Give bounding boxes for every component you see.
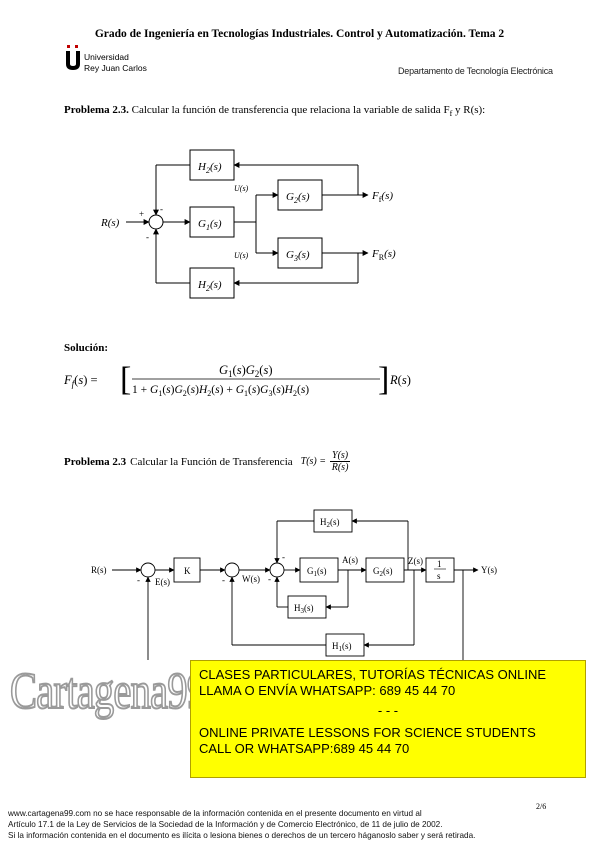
svg-text:H2(s): H2(s) <box>197 161 222 175</box>
svg-text:G1(s): G1(s) <box>198 218 222 232</box>
svg-text:U(s): U(s) <box>234 251 249 260</box>
svg-text:A(s): A(s) <box>342 555 358 565</box>
footer-line-1: www.cartagena99.com no se hace responsab… <box>8 809 422 818</box>
svg-text:H2(s): H2(s) <box>197 279 222 293</box>
svg-text:R(s): R(s) <box>389 373 411 387</box>
svg-text:E(s): E(s) <box>155 577 170 587</box>
svg-text:H3(s): H3(s) <box>294 603 314 615</box>
svg-text:1: 1 <box>437 559 442 569</box>
tf-fraction: Y(s) R(s) <box>330 450 351 473</box>
svg-text:G1(s): G1(s) <box>307 566 327 578</box>
tf-lhs: T(s) = <box>300 456 327 467</box>
university-line-1: Universidad <box>84 52 129 62</box>
svg-text:H2(s): H2(s) <box>320 517 340 529</box>
svg-text:Y(s): Y(s) <box>481 565 497 575</box>
svg-text:K: K <box>184 566 191 576</box>
tf-numerator: Y(s) <box>330 450 351 462</box>
problem2-label: Problema 2.3 <box>64 455 127 468</box>
svg-text:G3(s): G3(s) <box>286 249 310 263</box>
problem2-text: Calcular la Función de Transferencia <box>130 455 293 468</box>
department-name: Departamento de Tecnología Electrónica <box>398 66 553 76</box>
legal-footer: www.cartagena99.com no se hace responsab… <box>8 808 593 841</box>
ad-line-2: LLAMA O ENVÍA WHATSAPP: 689 45 44 70 <box>199 683 456 698</box>
ad-line-3: ONLINE PRIVATE LESSONS FOR SCIENCE STUDE… <box>199 725 536 740</box>
tf-denominator: R(s) <box>331 462 349 473</box>
problem1-text: Calcular la función de transferencia que… <box>128 104 450 116</box>
svg-text:1 + G1(s)G2(s)H2(s) + G1(s)G3(: 1 + G1(s)G2(s)H2(s) + G1(s)G3(s)H2(s) <box>132 384 309 398</box>
svg-text:]: ] <box>378 361 389 398</box>
svg-text:Ff(s) =: Ff(s) = <box>64 373 98 389</box>
svg-text:-: - <box>137 575 140 585</box>
problem2-statement: Problema 2.3 Calcular la Función de Tran… <box>64 450 351 473</box>
solution-label: Solución: <box>64 342 109 354</box>
cartagena99-brand-logo: Cartagena99 <box>9 662 208 721</box>
problem1-statement: Problema 2.3. Calcular la función de tra… <box>64 104 485 118</box>
svg-text:H1(s): H1(s) <box>332 641 352 653</box>
svg-text:s: s <box>437 571 441 581</box>
svg-text:G2(s): G2(s) <box>286 191 310 205</box>
svg-text:-: - <box>282 552 285 562</box>
university-name: Universidad Rey Juan Carlos <box>84 52 147 74</box>
footer-line-3: Si la información contenida en el docume… <box>8 831 476 840</box>
svg-text:-: - <box>160 204 163 214</box>
svg-text:[: [ <box>120 361 131 398</box>
svg-text:-: - <box>222 575 225 585</box>
svg-text:Ff(s): Ff(s) <box>371 190 393 204</box>
svg-text:FR(s): FR(s) <box>371 248 396 262</box>
university-line-2: Rey Juan Carlos <box>84 63 147 73</box>
problem1-text-tail: y R(s): <box>452 104 486 116</box>
problem1-label: Problema 2.3. <box>64 104 129 116</box>
page-number: 2/6 <box>536 802 547 811</box>
problem1-subscript: f <box>449 109 453 119</box>
svg-text:U(s): U(s) <box>234 184 249 193</box>
svg-text:-: - <box>268 574 271 584</box>
ad-separator: - - - <box>377 703 399 718</box>
svg-text:+: + <box>139 209 144 219</box>
advertisement-box[interactable]: CLASES PARTICULARES, TUTORÍAS TÉCNICAS O… <box>190 660 586 778</box>
svg-text:W(s): W(s) <box>242 574 260 584</box>
document-header-title: Grado de Ingeniería en Tecnologías Indus… <box>94 28 505 40</box>
svg-text:G1(s)G2(s): G1(s)G2(s) <box>219 363 273 379</box>
footer-line-2: Artículo 17.1 de la Ley de Servicios de … <box>8 820 443 829</box>
svg-text:-: - <box>146 232 149 242</box>
ad-line-1: CLASES PARTICULARES, TUTORÍAS TÉCNICAS O… <box>199 667 547 682</box>
svg-text:Z(s): Z(s) <box>408 556 423 566</box>
svg-text:G2(s): G2(s) <box>373 566 393 578</box>
diagram1-input-label: R(s) <box>100 217 120 229</box>
ad-line-4: CALL OR WHATSAPP:689 45 44 70 <box>199 741 410 756</box>
solution-formula: Ff(s) = [ G1(s)G2(s) 1 + G1(s)G2(s)H2(s)… <box>64 361 411 398</box>
university-logo-icon <box>66 45 80 70</box>
svg-text:R(s): R(s) <box>91 565 107 575</box>
